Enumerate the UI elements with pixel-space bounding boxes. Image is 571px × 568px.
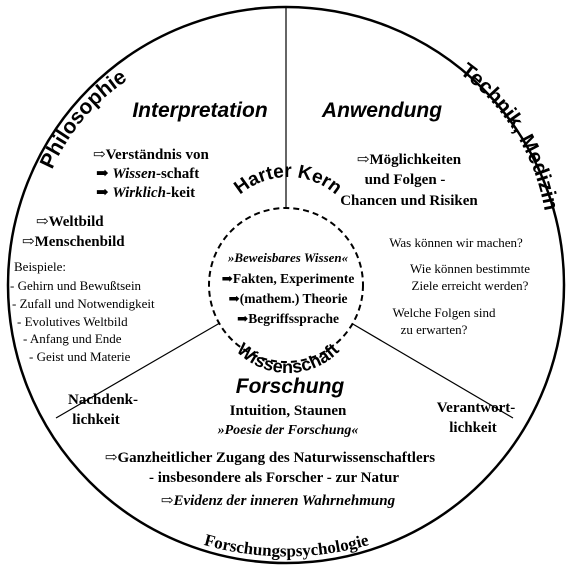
arrow-glyph: ➡ xyxy=(96,185,112,201)
verantwortlichkeit-2: lichkeit xyxy=(449,420,497,436)
beispiel-3: - Evolutives Weltbild xyxy=(17,314,128,329)
nachdenklichkeit-1: Nachdenk- xyxy=(68,392,138,408)
weltbild: ⇨Weltbild xyxy=(36,214,104,230)
beispiele-label: Beispiele: xyxy=(14,259,66,274)
anwendung-title: Anwendung xyxy=(321,99,442,122)
interpretation-line-3: ➡ Wirklich-keit xyxy=(96,185,195,201)
forschung-poesie: »Poesie der Forschung« xyxy=(217,423,359,438)
anwendung-question-2a: Wie können bestimmte xyxy=(410,261,530,276)
forschung-zugang-1: ⇨Ganzheitlicher Zugang des Naturwissensc… xyxy=(105,450,435,466)
verantwortlichkeit-1: Verantwort- xyxy=(437,400,516,416)
forschung-intuition: Intuition, Staunen xyxy=(230,403,347,419)
beispiel-5: - Geist und Materie xyxy=(29,349,131,364)
nachdenklichkeit-2: lichkeit xyxy=(72,412,120,428)
interpretation-title: Interpretation xyxy=(132,99,267,122)
core-line-1: »Beweisbares Wissen« xyxy=(227,250,349,265)
divider-left xyxy=(55,319,226,419)
anwendung-question-3b: zu erwarten? xyxy=(401,322,468,337)
forschung-evidenz: ⇨Evidenz der inneren Wahrnehmung xyxy=(161,493,396,509)
core-line-2: ➡Fakten, Experimente xyxy=(222,271,355,286)
anwendung-question-3a: Welche Folgen sind xyxy=(393,305,496,320)
beispiel-1: - Gehirn und Bewußtsein xyxy=(10,278,142,293)
beispiel-4: - Anfang und Ende xyxy=(23,331,122,346)
beispiel-2: - Zufall und Notwendigkeit xyxy=(12,296,155,311)
core-line-3: ➡(mathem.) Theorie xyxy=(228,291,347,306)
interpretation-line-1: ⇨Verständnis von xyxy=(93,147,209,163)
menschenbild: ⇨Menschenbild xyxy=(22,234,125,250)
anwendung-line-1: ⇨Möglichkeiten xyxy=(357,152,462,168)
divider-right xyxy=(345,319,514,419)
anwendung-line-3: Chancen und Risiken xyxy=(340,193,478,209)
arrow-glyph: ➡ xyxy=(96,166,112,182)
anwendung-question-1: Was können wir machen? xyxy=(389,235,523,250)
anwendung-question-2b: Ziele erreicht werden? xyxy=(412,278,529,293)
interpretation-line-2: ➡ Wissen-schaft xyxy=(96,166,199,182)
core-circle xyxy=(208,207,364,363)
forschung-zugang-2: - insbesondere als Forscher - zur Natur xyxy=(149,470,399,486)
forschung-title: Forschung xyxy=(236,375,345,398)
core-line-4: ➡Begriffssprache xyxy=(237,311,339,326)
anwendung-line-2: und Folgen - xyxy=(365,172,446,188)
